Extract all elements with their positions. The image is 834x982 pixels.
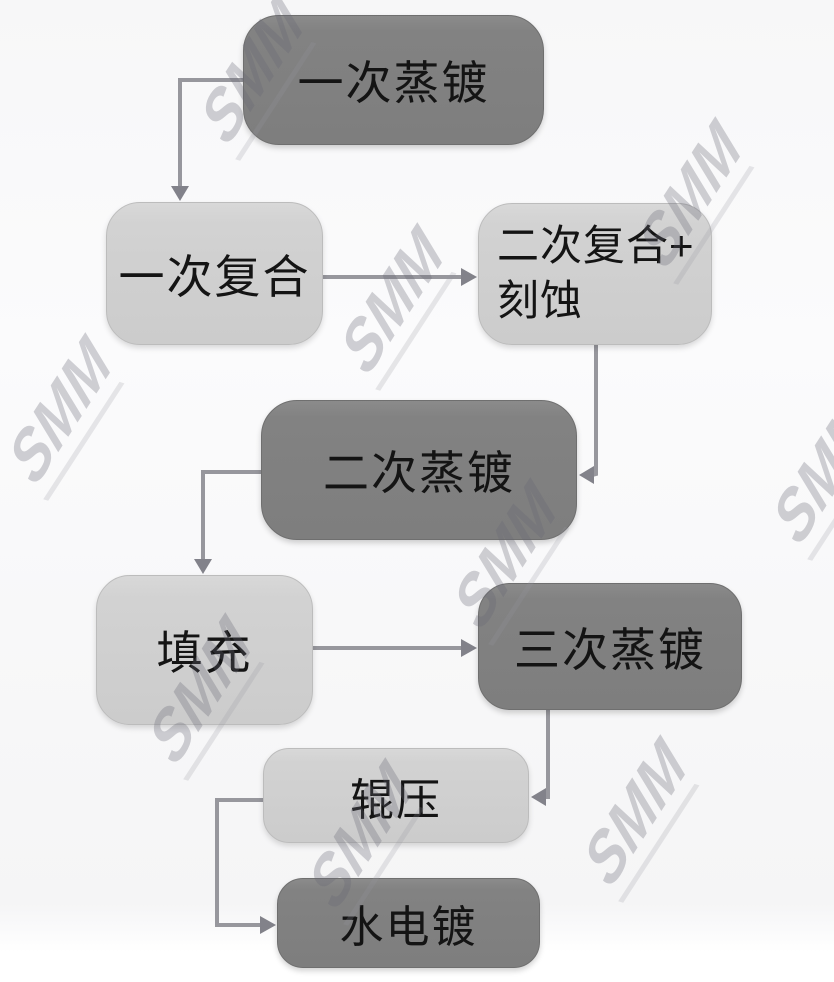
flow-node-label: 二次复合+ 刻蚀 xyxy=(497,222,695,324)
flow-node-label: 水电镀 xyxy=(339,903,478,952)
arrowhead-step8 xyxy=(260,916,276,934)
arrowhead-step6 xyxy=(461,639,477,657)
flow-node-label: 二次蒸镀 xyxy=(323,447,515,499)
connector-step7-step8 xyxy=(215,798,263,927)
arrowhead-step2 xyxy=(171,186,189,201)
connector-step6-step7 xyxy=(544,710,550,799)
flow-node-step-6: 三次蒸镀 xyxy=(478,583,742,710)
flow-node-step-3: 二次复合+ 刻蚀 xyxy=(478,203,712,345)
flow-node-step-8: 水电镀 xyxy=(277,878,540,968)
flow-node-label: 三次蒸镀 xyxy=(514,623,706,676)
connector-step1-step2 xyxy=(178,78,243,188)
flow-node-step-7: 辊压 xyxy=(263,748,529,843)
flow-node-step-4: 二次蒸镀 xyxy=(261,400,577,540)
arrowhead-step7 xyxy=(531,788,546,806)
flow-node-label: 一次蒸镀 xyxy=(297,57,490,109)
flow-node-step-5: 填充 xyxy=(96,575,313,725)
flow-node-label: 填充 xyxy=(156,627,253,679)
arrowhead-step3 xyxy=(461,268,477,286)
arrowhead-step5 xyxy=(194,559,212,574)
flow-node-step-1: 一次蒸镀 xyxy=(243,15,544,145)
arrowhead-step4 xyxy=(579,466,594,484)
flow-node-label: 一次复合 xyxy=(118,250,311,303)
flow-node-step-2: 一次复合 xyxy=(106,202,323,345)
connector-step4-step5 xyxy=(201,470,261,561)
connector-step3-step4 xyxy=(591,345,598,477)
flow-node-label: 辊压 xyxy=(350,775,442,825)
